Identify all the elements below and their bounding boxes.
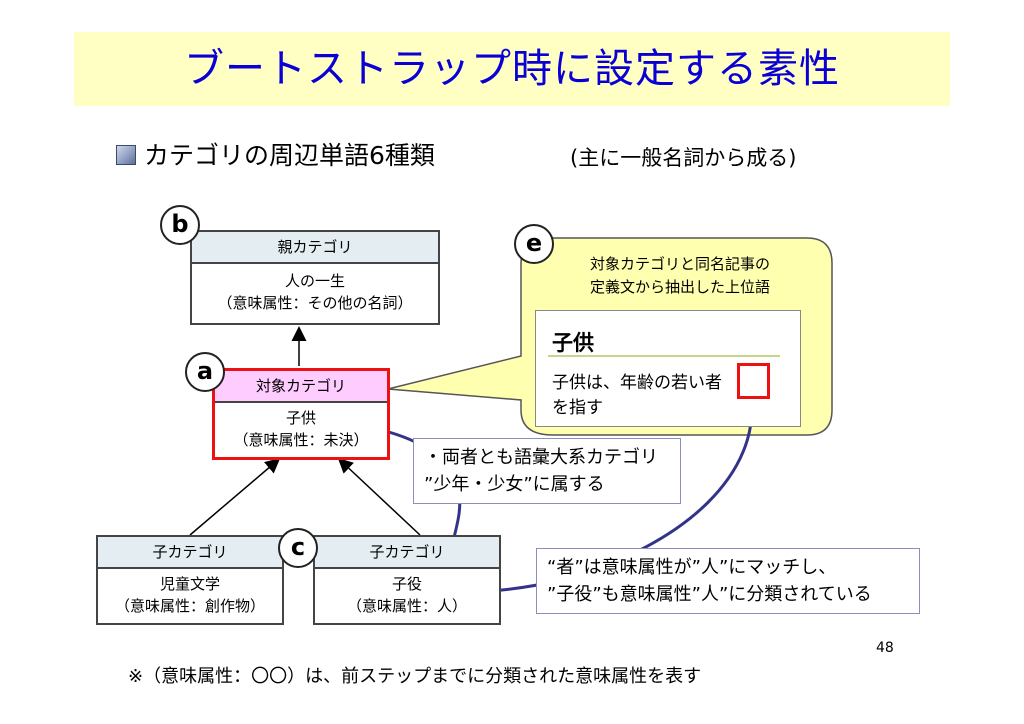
child-category-right-attr: （意味属性：人） xyxy=(346,597,467,615)
footnote: ※（意味属性：〇〇）は、前ステップまでに分類された意味属性を表す xyxy=(128,666,702,687)
arrow-right-child xyxy=(337,457,421,536)
parent-category-box: 親カテゴリ 人の一生 （意味属性：その他の名詞） xyxy=(190,230,440,325)
child-category-left-attr: （意味属性：創作物） xyxy=(114,597,265,615)
bullet-square-icon xyxy=(116,145,136,165)
child-category-right-header: 子カテゴリ xyxy=(315,537,499,569)
child-category-right-box: 子カテゴリ 子役 （意味属性：人） xyxy=(313,535,501,625)
definition-word: 子供 xyxy=(552,331,594,355)
note-attribute-match: “者”は意味属性が”人”にマッチし、 ”子役”も意味属性”人”に分類されている xyxy=(536,548,920,614)
title-band xyxy=(74,32,950,106)
highlight-mono xyxy=(737,363,770,399)
arrow-left-child xyxy=(189,458,281,536)
note-match-line-2: ”子役”も意味属性”人”に分類されている xyxy=(547,584,872,605)
definition-box: 子供 子供は、年齢の若い者 を指す xyxy=(535,310,801,427)
note-vocabulary-line-2: ”少年・少女”に属する xyxy=(424,474,605,495)
label-b: b xyxy=(160,205,200,245)
child-category-right-name: 子役 xyxy=(391,575,422,593)
target-category-attr: （意味属性：未決） xyxy=(233,431,369,449)
target-category-name: 子供 xyxy=(285,409,316,427)
child-category-left-header: 子カテゴリ xyxy=(98,537,282,569)
parent-category-header: 親カテゴリ xyxy=(192,232,438,264)
child-category-left-box: 子カテゴリ 児童文学 （意味属性：創作物） xyxy=(96,535,284,625)
callout-description: 対象カテゴリと同名記事の 定義文から抽出した上位語 xyxy=(535,253,825,299)
callout-line-2: 定義文から抽出した上位語 xyxy=(589,278,770,296)
page-number: 48 xyxy=(876,640,894,656)
note-vocabulary-line-1: ・両者とも語彙大系カテゴリ xyxy=(424,447,658,468)
parent-category-attr: （意味属性：その他の名詞） xyxy=(217,294,413,312)
parent-category-name: 人の一生 xyxy=(284,272,345,290)
target-category-header: 対象カテゴリ xyxy=(215,371,387,403)
bullet-note: (主に一般名詞から成る) xyxy=(570,146,797,170)
definition-line-1: 子供は、年齢の若い者 xyxy=(552,373,722,393)
definition-divider xyxy=(548,355,780,357)
child-category-left-name: 児童文学 xyxy=(159,575,220,593)
callout-line-1: 対象カテゴリと同名記事の xyxy=(589,255,770,273)
bullet-text: カテゴリの周辺単語6種類 xyxy=(144,141,435,170)
label-a: a xyxy=(185,352,225,392)
target-category-box: 対象カテゴリ 子供 （意味属性：未決） xyxy=(212,368,390,460)
note-match-line-1: “者”は意味属性が”人”にマッチし、 xyxy=(547,557,837,578)
note-vocabulary: ・両者とも語彙大系カテゴリ ”少年・少女”に属する xyxy=(413,438,681,504)
slide-title: ブートストラップ時に設定する素性 xyxy=(184,46,840,92)
label-c: c xyxy=(278,528,318,568)
label-e: e xyxy=(514,224,554,264)
definition-line-2: を指す xyxy=(552,398,603,418)
